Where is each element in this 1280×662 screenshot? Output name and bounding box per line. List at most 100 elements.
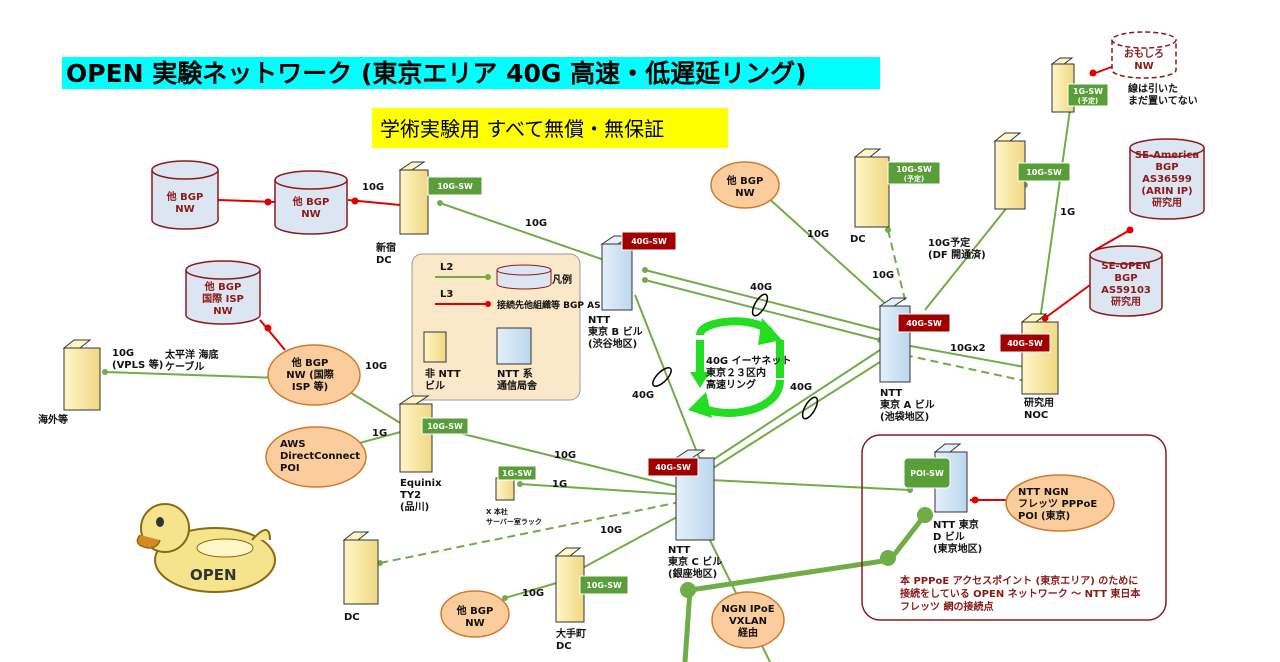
svg-text:線は引いた: 線は引いた bbox=[1128, 82, 1178, 95]
svg-text:1G: 1G bbox=[372, 428, 387, 439]
svg-text:BGP: BGP bbox=[1155, 162, 1178, 173]
svg-text:40G-SW: 40G-SW bbox=[655, 463, 691, 472]
building-dc-upper bbox=[853, 148, 890, 228]
switch-ginza: 40G-SW bbox=[647, 457, 699, 477]
duck-logo: OPEN bbox=[136, 503, 276, 593]
svg-text:1G-SW: 1G-SW bbox=[1073, 87, 1103, 96]
svg-text:NTT 系: NTT 系 bbox=[497, 367, 533, 380]
svg-text:POI-SW: POI-SW bbox=[910, 469, 944, 478]
ngn-nodes bbox=[680, 507, 933, 598]
svg-text:他 BGP: 他 BGP bbox=[456, 604, 494, 617]
switch-equinix: 10G-SW bbox=[421, 417, 469, 435]
ring-arrows: 40G イーサネット 東京２３区内 高速リング bbox=[688, 317, 791, 418]
labels: 新宿 DC NTT 東京 B ビル (渋谷地区) NTT 東京 A ビル (池袋… bbox=[38, 82, 1198, 652]
svg-text:10G-SW: 10G-SW bbox=[896, 165, 932, 174]
switch-top-right: 10G-SW bbox=[1017, 162, 1071, 182]
svg-text:NOC: NOC bbox=[1024, 410, 1048, 421]
building-overseas bbox=[62, 339, 101, 411]
svg-text:Equinix: Equinix bbox=[400, 478, 442, 489]
svg-text:NW: NW bbox=[175, 204, 194, 215]
building-equinix bbox=[398, 395, 433, 473]
svg-text:東京２３区内: 東京２３区内 bbox=[706, 366, 766, 379]
svg-text:東京 C ビル: 東京 C ビル bbox=[668, 555, 722, 568]
svg-text:おもしろ: おもしろ bbox=[1124, 48, 1164, 60]
switch-dc-yotei: 10G-SW(予定) bbox=[887, 161, 941, 185]
svg-text:10G-SW: 10G-SW bbox=[1026, 168, 1062, 177]
cloud-bgp-top: 他 BGP NW bbox=[710, 161, 780, 209]
svg-text:40G-SW: 40G-SW bbox=[906, 319, 942, 328]
svg-text:VXLAN: VXLAN bbox=[729, 616, 767, 627]
svg-text:DC: DC bbox=[556, 641, 572, 652]
title-background bbox=[62, 57, 880, 89]
svg-text:ケーブル: ケーブル bbox=[165, 360, 204, 373]
svg-text:40G-SW: 40G-SW bbox=[631, 237, 667, 246]
switch-ikebukuro: 40G-SW bbox=[897, 313, 951, 333]
switch-noc: 40G-SW bbox=[999, 333, 1051, 353]
svg-text:DC: DC bbox=[850, 234, 866, 245]
cylinder-omoshiro: おもしろ NW bbox=[1111, 31, 1177, 79]
svg-text:(予定): (予定) bbox=[904, 174, 924, 183]
svg-text:研究用: 研究用 bbox=[1111, 295, 1141, 308]
svg-text:(銀座地区): (銀座地区) bbox=[668, 567, 717, 580]
svg-text:1G: 1G bbox=[1060, 207, 1075, 218]
svg-text:接続先他組織等 BGP AS: 接続先他組織等 BGP AS bbox=[497, 299, 601, 311]
building-noc bbox=[1020, 313, 1059, 395]
svg-text:研究用: 研究用 bbox=[1024, 396, 1054, 409]
building-dc-lower bbox=[342, 531, 379, 605]
svg-text:国際 ISP: 国際 ISP bbox=[202, 292, 244, 305]
building-otemachi bbox=[554, 547, 585, 623]
svg-text:他 BGP: 他 BGP bbox=[204, 280, 242, 293]
svg-text:ビル: ビル bbox=[425, 379, 445, 392]
svg-text:40G: 40G bbox=[632, 390, 654, 401]
svg-text:10G: 10G bbox=[365, 361, 387, 372]
svg-text:サーバー室ラック: サーバー室ラック bbox=[486, 517, 542, 526]
svg-text:OPEN: OPEN bbox=[190, 566, 237, 584]
svg-text:L2: L2 bbox=[440, 262, 453, 273]
svg-text:(東京地区): (東京地区) bbox=[933, 542, 982, 555]
cylinder-se-america: SE-America BGP AS36599 (ARIN IP) 研究用 bbox=[1129, 138, 1205, 220]
svg-text:(池袋地区): (池袋地区) bbox=[880, 410, 929, 423]
svg-text:SE-OPEN: SE-OPEN bbox=[1101, 261, 1150, 272]
svg-text:通信局舎: 通信局舎 bbox=[497, 379, 538, 392]
svg-text:DirectConnect: DirectConnect bbox=[280, 451, 360, 462]
svg-text:NTT: NTT bbox=[880, 388, 902, 399]
svg-text:DC: DC bbox=[344, 612, 360, 623]
svg-text:POI (東京): POI (東京) bbox=[1018, 509, 1070, 522]
cloud-isp: 他 BGP NW (国際 ISP 等) bbox=[267, 344, 361, 406]
svg-text:(DF 開通済): (DF 開通済) bbox=[928, 248, 986, 261]
svg-text:TY2: TY2 bbox=[400, 490, 421, 501]
svg-text:東京 B ビル: 東京 B ビル bbox=[588, 325, 643, 338]
svg-text:(ARIN IP): (ARIN IP) bbox=[1141, 186, 1192, 197]
svg-text:POI: POI bbox=[280, 463, 300, 474]
svg-text:10G: 10G bbox=[362, 182, 384, 193]
switch-top-1g: 1G-SW(予定) bbox=[1067, 83, 1109, 107]
svg-text:太平洋 海底: 太平洋 海底 bbox=[164, 348, 218, 361]
subtitle-background bbox=[372, 108, 728, 148]
svg-text:10G: 10G bbox=[554, 450, 576, 461]
ngn-thick-link bbox=[682, 513, 927, 662]
svg-text:SE-America: SE-America bbox=[1135, 150, 1199, 161]
cylinder-intl-isp: 他 BGP 国際 ISP NW bbox=[185, 260, 261, 325]
switch-x-rack: 1G-SW bbox=[497, 465, 537, 481]
svg-text:DC: DC bbox=[376, 255, 392, 266]
svg-text:非 NTT: 非 NTT bbox=[425, 367, 461, 380]
cylinder-bgp2: 他 BGP NW bbox=[274, 170, 348, 235]
svg-text:他 BGP: 他 BGP bbox=[726, 174, 764, 187]
svg-text:NW: NW bbox=[465, 618, 484, 629]
svg-text:凡例: 凡例 bbox=[552, 273, 572, 286]
svg-text:NW: NW bbox=[301, 209, 320, 220]
svg-text:NW (国際: NW (国際 bbox=[286, 368, 333, 381]
svg-text:NTT 東京: NTT 東京 bbox=[933, 518, 979, 531]
cloud-bgp-bottom: 他 BGP NW bbox=[440, 590, 510, 638]
svg-text:(VPLS 等): (VPLS 等) bbox=[112, 358, 163, 371]
page-subtitle: 学術実験用 すべて無償・無保証 bbox=[380, 117, 664, 141]
cylinder-se-open: SE-OPEN BGP AS59103 研究用 bbox=[1089, 245, 1163, 317]
svg-text:10G: 10G bbox=[807, 229, 829, 240]
svg-text:40G: 40G bbox=[750, 282, 772, 293]
svg-text:高速リング: 高速リング bbox=[706, 378, 756, 391]
svg-text:他 BGP: 他 BGP bbox=[291, 356, 329, 369]
svg-text:D ビル: D ビル bbox=[933, 530, 965, 543]
svg-text:(渋谷地区): (渋谷地区) bbox=[588, 337, 637, 350]
svg-text:AS59103: AS59103 bbox=[1101, 285, 1151, 296]
svg-text:NW: NW bbox=[1134, 61, 1153, 72]
